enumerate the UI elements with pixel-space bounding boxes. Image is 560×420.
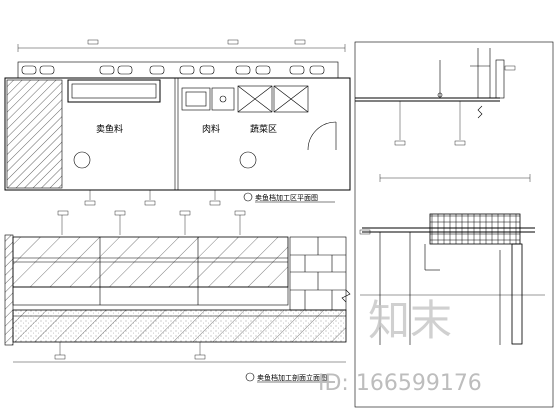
section-details	[354, 41, 554, 408]
annotation-markers	[54, 39, 516, 360]
elevation-caption: 卖鱼档加工剖面立面图	[257, 373, 327, 382]
plan-label-fish: 卖鱼料	[96, 123, 123, 135]
watermark-brand: 知末	[368, 296, 452, 345]
watermark: 知末 ID: 166599176	[318, 296, 482, 396]
elevation-caption-bubble	[245, 372, 255, 382]
plan-caption: 卖鱼档加工区平面图	[255, 193, 318, 202]
plan-caption-bubble	[243, 192, 253, 202]
plan-label-meat: 肉料	[202, 123, 220, 135]
elevation-view: 卖鱼档加工剖面立面图	[4, 215, 351, 383]
brick-wall	[289, 236, 347, 311]
plan-view: 卖鱼料 肉料 蔬菜区 卖鱼档加工区平面图	[4, 44, 351, 203]
watermark-id: ID: 166599176	[318, 371, 482, 396]
counter-top-outline	[21, 65, 325, 75]
plan-label-vegetable: 蔬菜区	[250, 123, 277, 135]
